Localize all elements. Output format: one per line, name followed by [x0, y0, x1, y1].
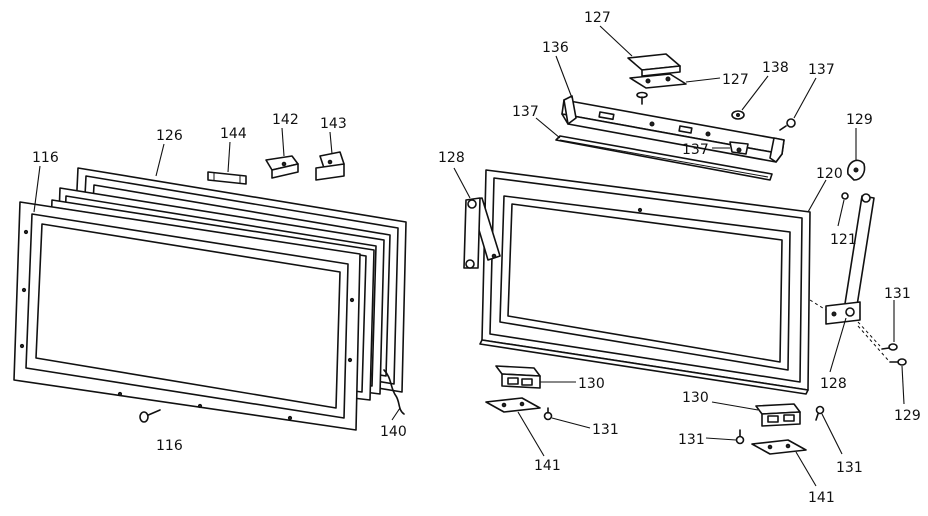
screw-116 — [139, 409, 161, 423]
leader-120 — [807, 179, 827, 213]
leader-127a — [599, 25, 633, 57]
leader-143 — [329, 131, 333, 155]
leader-128b — [829, 317, 847, 373]
leader-138 — [741, 75, 769, 111]
label-129b: 129 — [894, 408, 921, 424]
wire-140 — [383, 369, 405, 415]
bracket-142 — [265, 155, 299, 179]
door-120 — [479, 169, 811, 395]
label-137c: 137 — [682, 142, 709, 158]
label-130a: 130 — [578, 376, 605, 392]
hinge-bracket-130-left — [495, 365, 541, 389]
part-138 — [731, 110, 745, 120]
leader-131d — [705, 437, 737, 441]
label-116a: 116 — [32, 150, 59, 166]
bracket-143 — [315, 151, 345, 181]
leader-128a — [453, 167, 471, 199]
plate-141-right — [751, 439, 807, 455]
cap-129 — [847, 159, 866, 181]
leader-121 — [837, 199, 845, 227]
leader-127b — [685, 77, 721, 83]
label-116b: 116 — [156, 438, 183, 454]
clip-144 — [207, 171, 247, 185]
plate-127b — [629, 73, 687, 89]
leader-126 — [155, 143, 165, 177]
leader-136 — [555, 55, 573, 99]
label-136: 136 — [542, 40, 569, 56]
leader-141a — [517, 411, 545, 457]
label-144: 144 — [220, 126, 247, 142]
screw-121 — [841, 192, 849, 200]
hinge-arm-128-right — [825, 193, 875, 325]
label-131a: 131 — [884, 286, 911, 302]
clip-137 — [729, 141, 749, 155]
label-131c: 131 — [592, 422, 619, 438]
label-128a: 128 — [438, 150, 465, 166]
label-142: 142 — [272, 112, 299, 128]
label-127a: 127 — [584, 10, 611, 26]
leader-140 — [391, 407, 401, 421]
leader-142 — [281, 127, 285, 157]
label-138: 138 — [762, 60, 789, 76]
label-141b: 141 — [808, 490, 835, 506]
hinge-bracket-130-right — [755, 403, 801, 427]
screw-131d — [735, 429, 745, 445]
door-frame-116 — [13, 201, 361, 431]
plate-141-left — [485, 397, 541, 413]
label-131d: 131 — [678, 432, 705, 448]
label-130b: 130 — [682, 390, 709, 406]
hinge-arm-128-left — [463, 197, 501, 269]
leader-131e — [821, 413, 843, 455]
leader-116a — [33, 165, 41, 213]
label-143: 143 — [320, 116, 347, 132]
leader-141b — [795, 451, 817, 487]
leader-129b — [901, 365, 905, 405]
label-129a: 129 — [846, 112, 873, 128]
label-127b: 127 — [722, 72, 749, 88]
screw-127 — [636, 91, 648, 105]
screw-131a — [881, 343, 898, 351]
label-121: 121 — [830, 232, 857, 248]
leader-137a — [793, 77, 817, 119]
label-131e: 131 — [836, 460, 863, 476]
bracket-136 — [561, 95, 785, 163]
leader-130b — [711, 401, 759, 411]
label-137a: 137 — [808, 62, 835, 78]
screw-131e — [815, 405, 825, 421]
screw-137a — [779, 118, 796, 131]
label-128b: 128 — [820, 376, 847, 392]
label-141a: 141 — [534, 458, 561, 474]
leader-131c — [551, 417, 591, 429]
label-137b: 137 — [512, 104, 539, 120]
plate-127a — [627, 53, 681, 77]
label-126: 126 — [156, 128, 183, 144]
screw-131b — [889, 358, 907, 366]
label-120: 120 — [816, 166, 843, 182]
label-140: 140 — [380, 424, 407, 440]
alignment-dashes — [809, 299, 889, 361]
screw-131c — [543, 407, 553, 421]
leader-144 — [227, 141, 231, 173]
leader-137b — [535, 117, 561, 139]
